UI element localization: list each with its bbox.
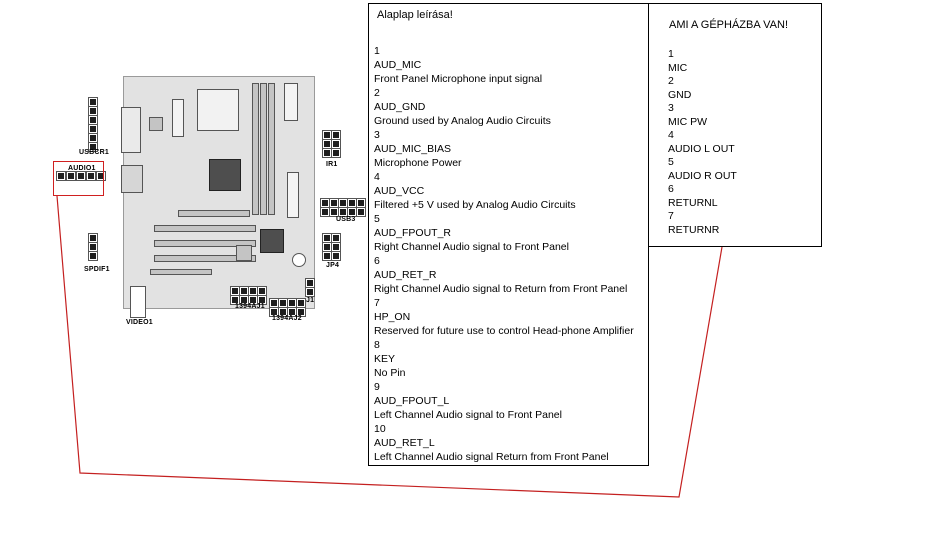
list-item: GND [668,88,692,101]
list-item: 9 [374,381,380,393]
spdif1-label: SPDIF1 [84,266,110,273]
list-item: 5 [374,213,380,225]
list-item: AUD_MIC [374,59,422,71]
ir1-label: IR1 [326,161,338,168]
jp4-header [323,234,340,260]
list-item: 4 [374,171,380,183]
audio1-label: AUDIO1 [68,165,96,172]
list-item: Right Channel Audio signal to Return fro… [374,283,628,295]
list-item: KEY [374,353,396,365]
list-item: 6 [374,255,380,267]
motherboard [121,76,315,309]
list-item: 10 [374,423,386,435]
audio1-highlight [53,161,104,196]
board-pinout-box: Alaplap leírása! 1 AUD_MIC Front Panel M… [368,3,649,466]
list-item: 2 [374,87,380,99]
list-item: Ground used by Analog Audio Circuits [374,115,551,127]
list-item: 5 [668,156,674,168]
list-item: Filtered +5 V used by Analog Audio Circu… [374,199,576,211]
usbcr1-label: USBCR1 [79,149,109,156]
case-pinout-box: AMI A GÉPHÁZBA VAN! 1 MIC 2 GND 3 MIC PW… [648,3,822,247]
audio1-header [57,172,106,180]
list-item: Reserved for future use to control Head-… [374,325,634,337]
list-item: No Pin [374,367,406,379]
agp-slot [178,210,250,217]
pci-slot-4 [150,269,212,275]
southbridge-chip [260,229,284,253]
video1-connector [130,286,146,318]
ide-connector [287,172,299,218]
dimm-slot-1 [252,83,259,215]
list-item: AUD_VCC [374,185,425,197]
usb3-header [321,199,365,216]
list-item: RETURNL [668,196,718,209]
ieee1394aj2-header [270,299,305,316]
dimm-slot-2 [260,83,267,215]
atx-power-connector [172,99,184,137]
list-item: 4 [668,129,674,141]
ieee1394aj1-label: 1394AJ1 [235,303,265,310]
jp4-label: JP4 [326,262,340,269]
list-item: 1 [668,48,674,60]
list-item: Left Channel Audio signal to Front Panel [374,409,562,421]
ieee1394aj1-header [231,287,266,304]
pci-slot-2 [154,240,256,247]
list-item: MIC [668,61,688,74]
serial-port [121,107,141,153]
board-pinout-list: 1 AUD_MIC Front Panel Microphone input s… [374,44,634,464]
list-item: AUDIO L OUT [668,142,735,155]
list-item: AUD_MIC_BIAS [374,143,452,155]
list-item: AUD_FPOUT_R [374,227,452,239]
video1-label: VIDEO1 [126,319,153,326]
ir1-header [323,131,340,157]
list-item: AUDIO R OUT [668,169,737,182]
list-item: Right Channel Audio signal to Front Pane… [374,241,569,253]
audio-chip [236,245,252,261]
list-item: RETURNR [668,223,720,236]
cpu-socket [197,89,239,131]
j1-label: J1 [306,297,315,304]
bios-chip [149,117,163,131]
case-pinout-title: AMI A GÉPHÁZBA VAN! [669,19,789,31]
list-item: MIC PW [668,115,708,128]
northbridge-chip [209,159,241,191]
board-pinout-title: Alaplap leírása! [377,9,453,21]
list-item: Microphone Power [374,157,462,169]
list-item: 7 [374,297,380,309]
ieee1394aj2-label: 1394AJ2 [272,315,302,322]
list-item: AUD_RET_R [374,269,437,281]
list-item: AUD_RET_L [374,437,435,449]
list-item: 3 [668,102,674,114]
usbcr1-header [89,98,97,151]
list-item: 2 [668,75,674,87]
list-item: Left Channel Audio signal Return from Fr… [374,451,609,463]
usb3-label: USB3 [336,216,356,223]
list-item: AUD_FPOUT_L [374,395,450,407]
list-item: 8 [374,339,380,351]
case-pinout-list: 1 MIC 2 GND 3 MIC PW 4 AUDIO L OUT 5 AUD… [668,48,737,237]
top-connector [284,83,298,121]
list-item: 6 [668,183,674,195]
list-item: 7 [668,210,674,222]
battery [292,253,306,267]
pci-slot-3 [154,255,256,262]
pci-slot-1 [154,225,256,232]
dimm-slot-3 [268,83,275,215]
list-item: 1 [374,45,380,57]
io-shield-block [121,165,143,193]
j1-header [306,279,314,296]
list-item: AUD_GND [374,101,426,113]
spdif1-header [89,234,97,260]
list-item: HP_ON [374,311,411,323]
list-item: 3 [374,129,380,141]
list-item: Front Panel Microphone input signal [374,73,543,85]
